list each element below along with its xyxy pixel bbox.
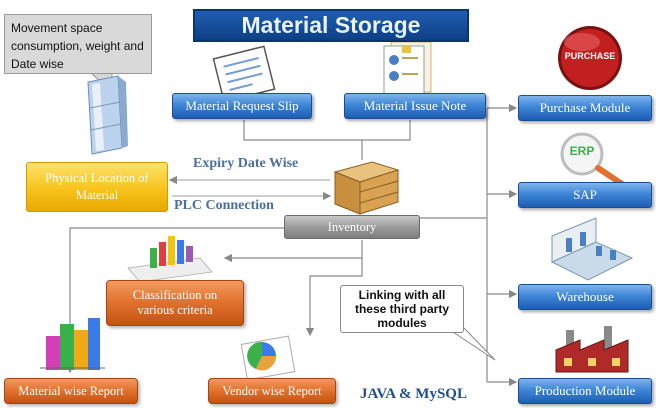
tech-stack-label: JAVA & MySQL (360, 386, 467, 402)
movement-callout-text: Movement space consumption, weight and D… (11, 21, 144, 71)
inventory-label: Inventory (327, 219, 377, 234)
crate-icon (333, 161, 400, 215)
erp-badge-text: ERP (569, 144, 595, 158)
material-wise-report-label: Material wise Report (18, 383, 124, 398)
warehouse-label: Warehouse (556, 289, 614, 304)
warehouse-box[interactable]: Warehouse (518, 284, 652, 310)
material-issue-note-label: Material Issue Note (363, 98, 467, 113)
physical-location-box[interactable]: Physical Location of Material (26, 162, 168, 212)
purchase-badge-icon (558, 26, 622, 90)
purchase-badge-text: PURCHASE (564, 51, 616, 61)
linking-callout-tail (449, 325, 496, 361)
bar-chart-icon (127, 236, 213, 283)
connector-request-slip (243, 120, 363, 160)
linking-callout-text: Linking with all these third party modul… (354, 288, 450, 330)
classification-box[interactable]: Classification on various criteria (106, 280, 244, 326)
purchase-module-label: Purchase Module (539, 100, 631, 115)
connector-issue-note (362, 120, 411, 141)
production-module-label: Production Module (534, 383, 636, 398)
vendor-wise-report-box[interactable]: Vendor wise Report (208, 378, 336, 404)
sap-label: SAP (573, 187, 597, 202)
inventory-box[interactable]: Inventory (284, 215, 420, 239)
expiry-date-label: Expiry Date Wise (193, 156, 299, 171)
material-wise-report-box[interactable]: Material wise Report (4, 378, 138, 404)
sap-box[interactable]: SAP (518, 182, 652, 208)
classification-label: Classification on various criteria (132, 288, 218, 317)
physical-location-label: Physical Location of Material (45, 171, 149, 202)
connector-classification (223, 240, 363, 263)
material-request-slip-box[interactable]: Material Request Slip (172, 93, 312, 119)
material-issue-note-box[interactable]: Material Issue Note (344, 93, 486, 119)
report-chart-icon (40, 318, 105, 370)
pie-report-icon (240, 335, 296, 381)
linking-callout: Linking with all these third party modul… (340, 285, 464, 333)
document-icon (383, 41, 432, 95)
connector-vendor (305, 258, 363, 337)
erp-magnifier-icon (560, 132, 625, 187)
rack-icon (87, 75, 128, 155)
vendor-wise-report-label: Vendor wise Report (222, 383, 322, 398)
title-banner: Material Storage (193, 9, 469, 42)
diagram-title: Material Storage (241, 12, 421, 38)
purchase-module-box[interactable]: Purchase Module (518, 95, 652, 121)
factory-icon (555, 326, 629, 373)
warehouse-icon (550, 217, 634, 281)
plc-connection-label: PLC Connection (174, 198, 274, 213)
material-request-slip-label: Material Request Slip (185, 98, 299, 113)
movement-callout: Movement space consumption, weight and D… (4, 14, 152, 74)
production-module-box[interactable]: Production Module (518, 378, 652, 404)
